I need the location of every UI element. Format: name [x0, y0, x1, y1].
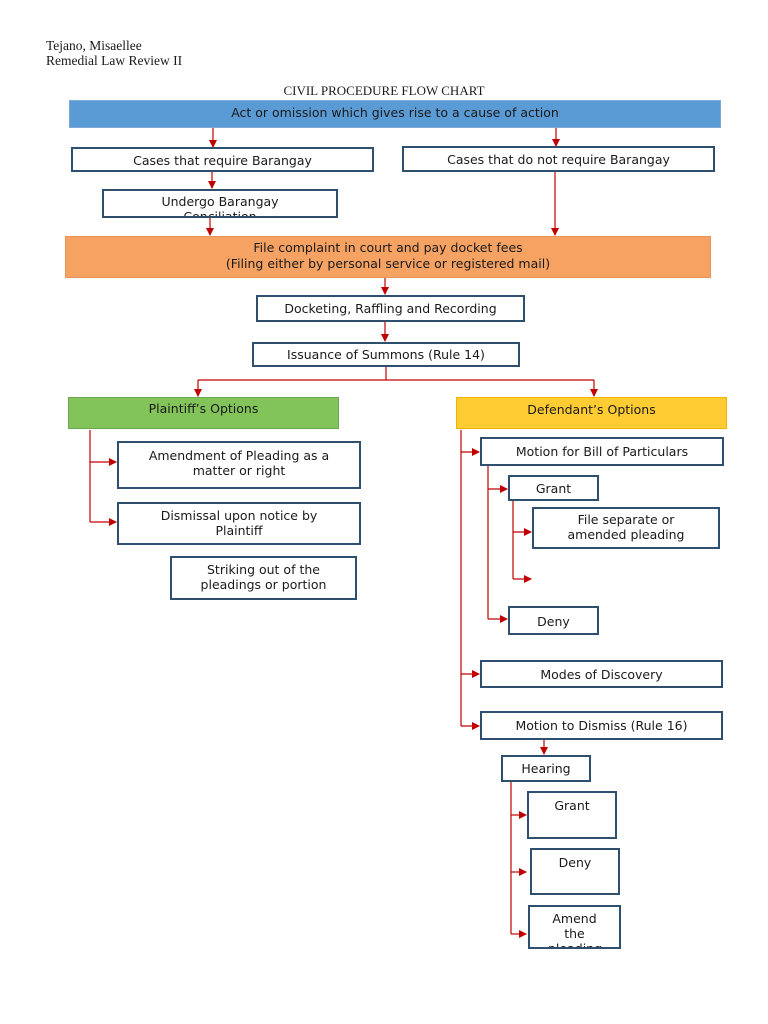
- dismissal-notice-box: Dismissal upon notice by Plaintiff: [117, 502, 361, 545]
- barangay-conciliation-text: Undergo Barangay Conciliation: [161, 194, 279, 218]
- discovery-box: Modes of Discovery: [480, 660, 723, 688]
- bp-deny-box: Deny: [508, 606, 599, 635]
- bp-grant-box: Grant: [508, 475, 599, 501]
- dismissal-notice-text: Dismissal upon notice by Plaintiff: [160, 508, 318, 538]
- md-amend-text: Amend the pleading: [548, 911, 603, 949]
- filing-method-text: (Filing either by personal service or re…: [225, 256, 551, 271]
- summons-box: Issuance of Summons (Rule 14): [252, 342, 520, 367]
- bp-grant-text: Grant: [535, 481, 572, 496]
- hearing-box: Hearing: [501, 755, 591, 782]
- course-name: Remedial Law Review II: [46, 53, 183, 68]
- no-barangay-text: Cases that do not require Barangay: [447, 152, 670, 167]
- motion-dismiss-text: Motion to Dismiss (Rule 16): [515, 718, 688, 733]
- md-amend-box: Amend the pleading: [528, 905, 621, 949]
- motion-dismiss-box: Motion to Dismiss (Rule 16): [480, 711, 723, 740]
- defendant-options-band: Defendant’s Options: [456, 397, 727, 429]
- cause-of-action-text: Act or omission which gives rise to a ca…: [231, 105, 559, 120]
- striking-box: Striking out of the pleadings or portion: [170, 556, 357, 600]
- require-barangay-box: Cases that require Barangay: [71, 147, 374, 172]
- summons-text: Issuance of Summons (Rule 14): [287, 347, 485, 362]
- striking-text: Striking out of the pleadings or portion: [200, 562, 327, 592]
- bill-particulars-box: Motion for Bill of Particulars: [480, 437, 724, 466]
- md-deny-text: Deny: [558, 855, 592, 870]
- bp-deny-text: Deny: [537, 614, 570, 629]
- docketing-text: Docketing, Raffling and Recording: [284, 301, 497, 316]
- bill-particulars-text: Motion for Bill of Particulars: [515, 444, 689, 459]
- file-separate-box: File separate or amended pleading: [532, 507, 720, 549]
- defendant-options-text: Defendant’s Options: [527, 402, 656, 417]
- require-barangay-text: Cases that require Barangay: [133, 153, 312, 168]
- plaintiff-options-band: Plaintiff’s Options: [68, 397, 339, 429]
- cause-of-action-band: Act or omission which gives rise to a ca…: [69, 100, 721, 128]
- no-barangay-box: Cases that do not require Barangay: [402, 146, 715, 172]
- hearing-text: Hearing: [521, 761, 571, 776]
- discovery-text: Modes of Discovery: [540, 667, 663, 682]
- file-complaint-text: File complaint in court and pay docket f…: [253, 240, 523, 255]
- barangay-conciliation-box: Undergo Barangay Conciliation: [102, 189, 338, 218]
- docketing-box: Docketing, Raffling and Recording: [256, 295, 525, 322]
- amendment-text: Amendment of Pleading as a matter or rig…: [148, 448, 330, 478]
- md-grant-box: Grant: [527, 791, 617, 839]
- file-separate-text: File separate or amended pleading: [567, 512, 685, 542]
- md-grant-text: Grant: [554, 798, 590, 813]
- chart-title: CIVIL PROCEDURE FLOW CHART: [283, 83, 485, 98]
- author-name: Tejano, Misaellee: [46, 38, 142, 53]
- plaintiff-options-text: Plaintiff’s Options: [148, 401, 259, 416]
- file-complaint-band: File complaint in court and pay docket f…: [65, 236, 711, 278]
- md-deny-box: Deny: [530, 848, 620, 895]
- amendment-box: Amendment of Pleading as a matter or rig…: [117, 441, 361, 489]
